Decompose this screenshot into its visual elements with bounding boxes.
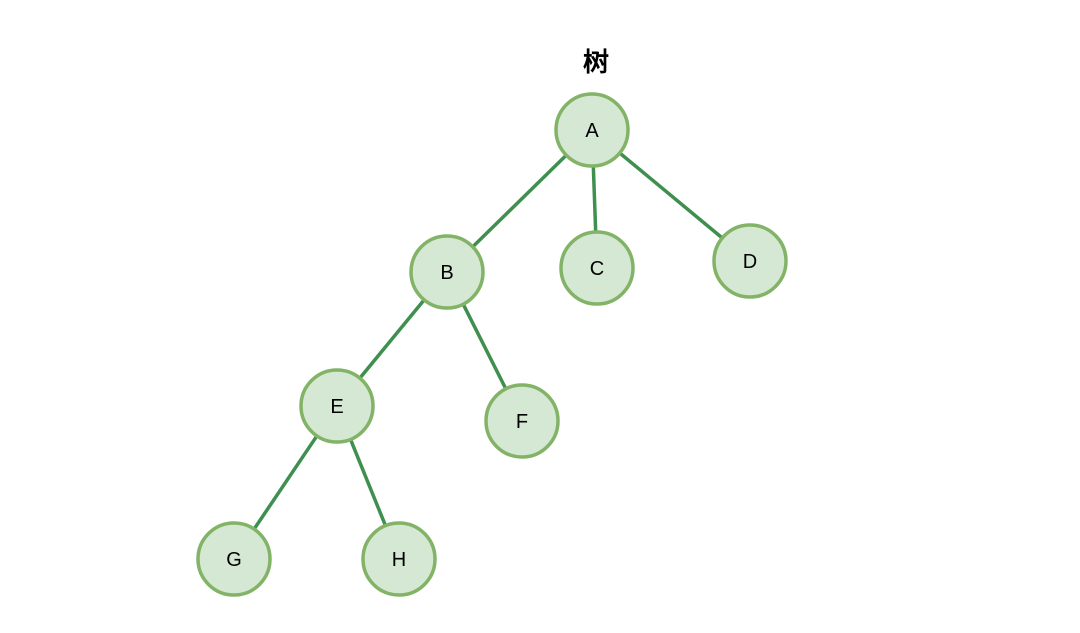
node-label-b: B (440, 262, 453, 284)
node-label-e: E (330, 396, 343, 418)
node-circle-a (554, 92, 630, 168)
node-circle-b (409, 234, 485, 310)
edge-b-f (461, 303, 508, 390)
diagram-title: 树 (583, 48, 609, 78)
edge-e-g (252, 434, 319, 531)
node-label-f: F (516, 411, 528, 433)
node-circle-h (361, 521, 437, 597)
node-b: B (409, 234, 485, 310)
node-circle-g (196, 521, 272, 597)
node-circle-c (559, 230, 635, 306)
node-circle-d (712, 223, 788, 299)
node-label-d: D (743, 251, 757, 273)
node-g: G (196, 521, 272, 597)
node-label-h: H (392, 549, 406, 571)
node-label-c: C (590, 258, 604, 280)
edge-b-e (358, 298, 426, 380)
node-e: E (299, 368, 375, 444)
node-d: D (712, 223, 788, 299)
node-circle-e (299, 368, 375, 444)
node-f: F (484, 383, 560, 459)
node-a: A (554, 92, 630, 168)
edge-e-h (349, 438, 387, 527)
node-h: H (361, 521, 437, 597)
nodes-layer: A B C D E F G H (196, 92, 788, 597)
node-label-g: G (226, 549, 242, 571)
edge-a-b (471, 154, 568, 248)
node-label-a: A (585, 120, 599, 142)
node-c: C (559, 230, 635, 306)
edges-layer (252, 151, 724, 531)
edge-a-d (618, 151, 724, 240)
node-circle-f (484, 383, 560, 459)
edge-a-c (591, 165, 598, 233)
